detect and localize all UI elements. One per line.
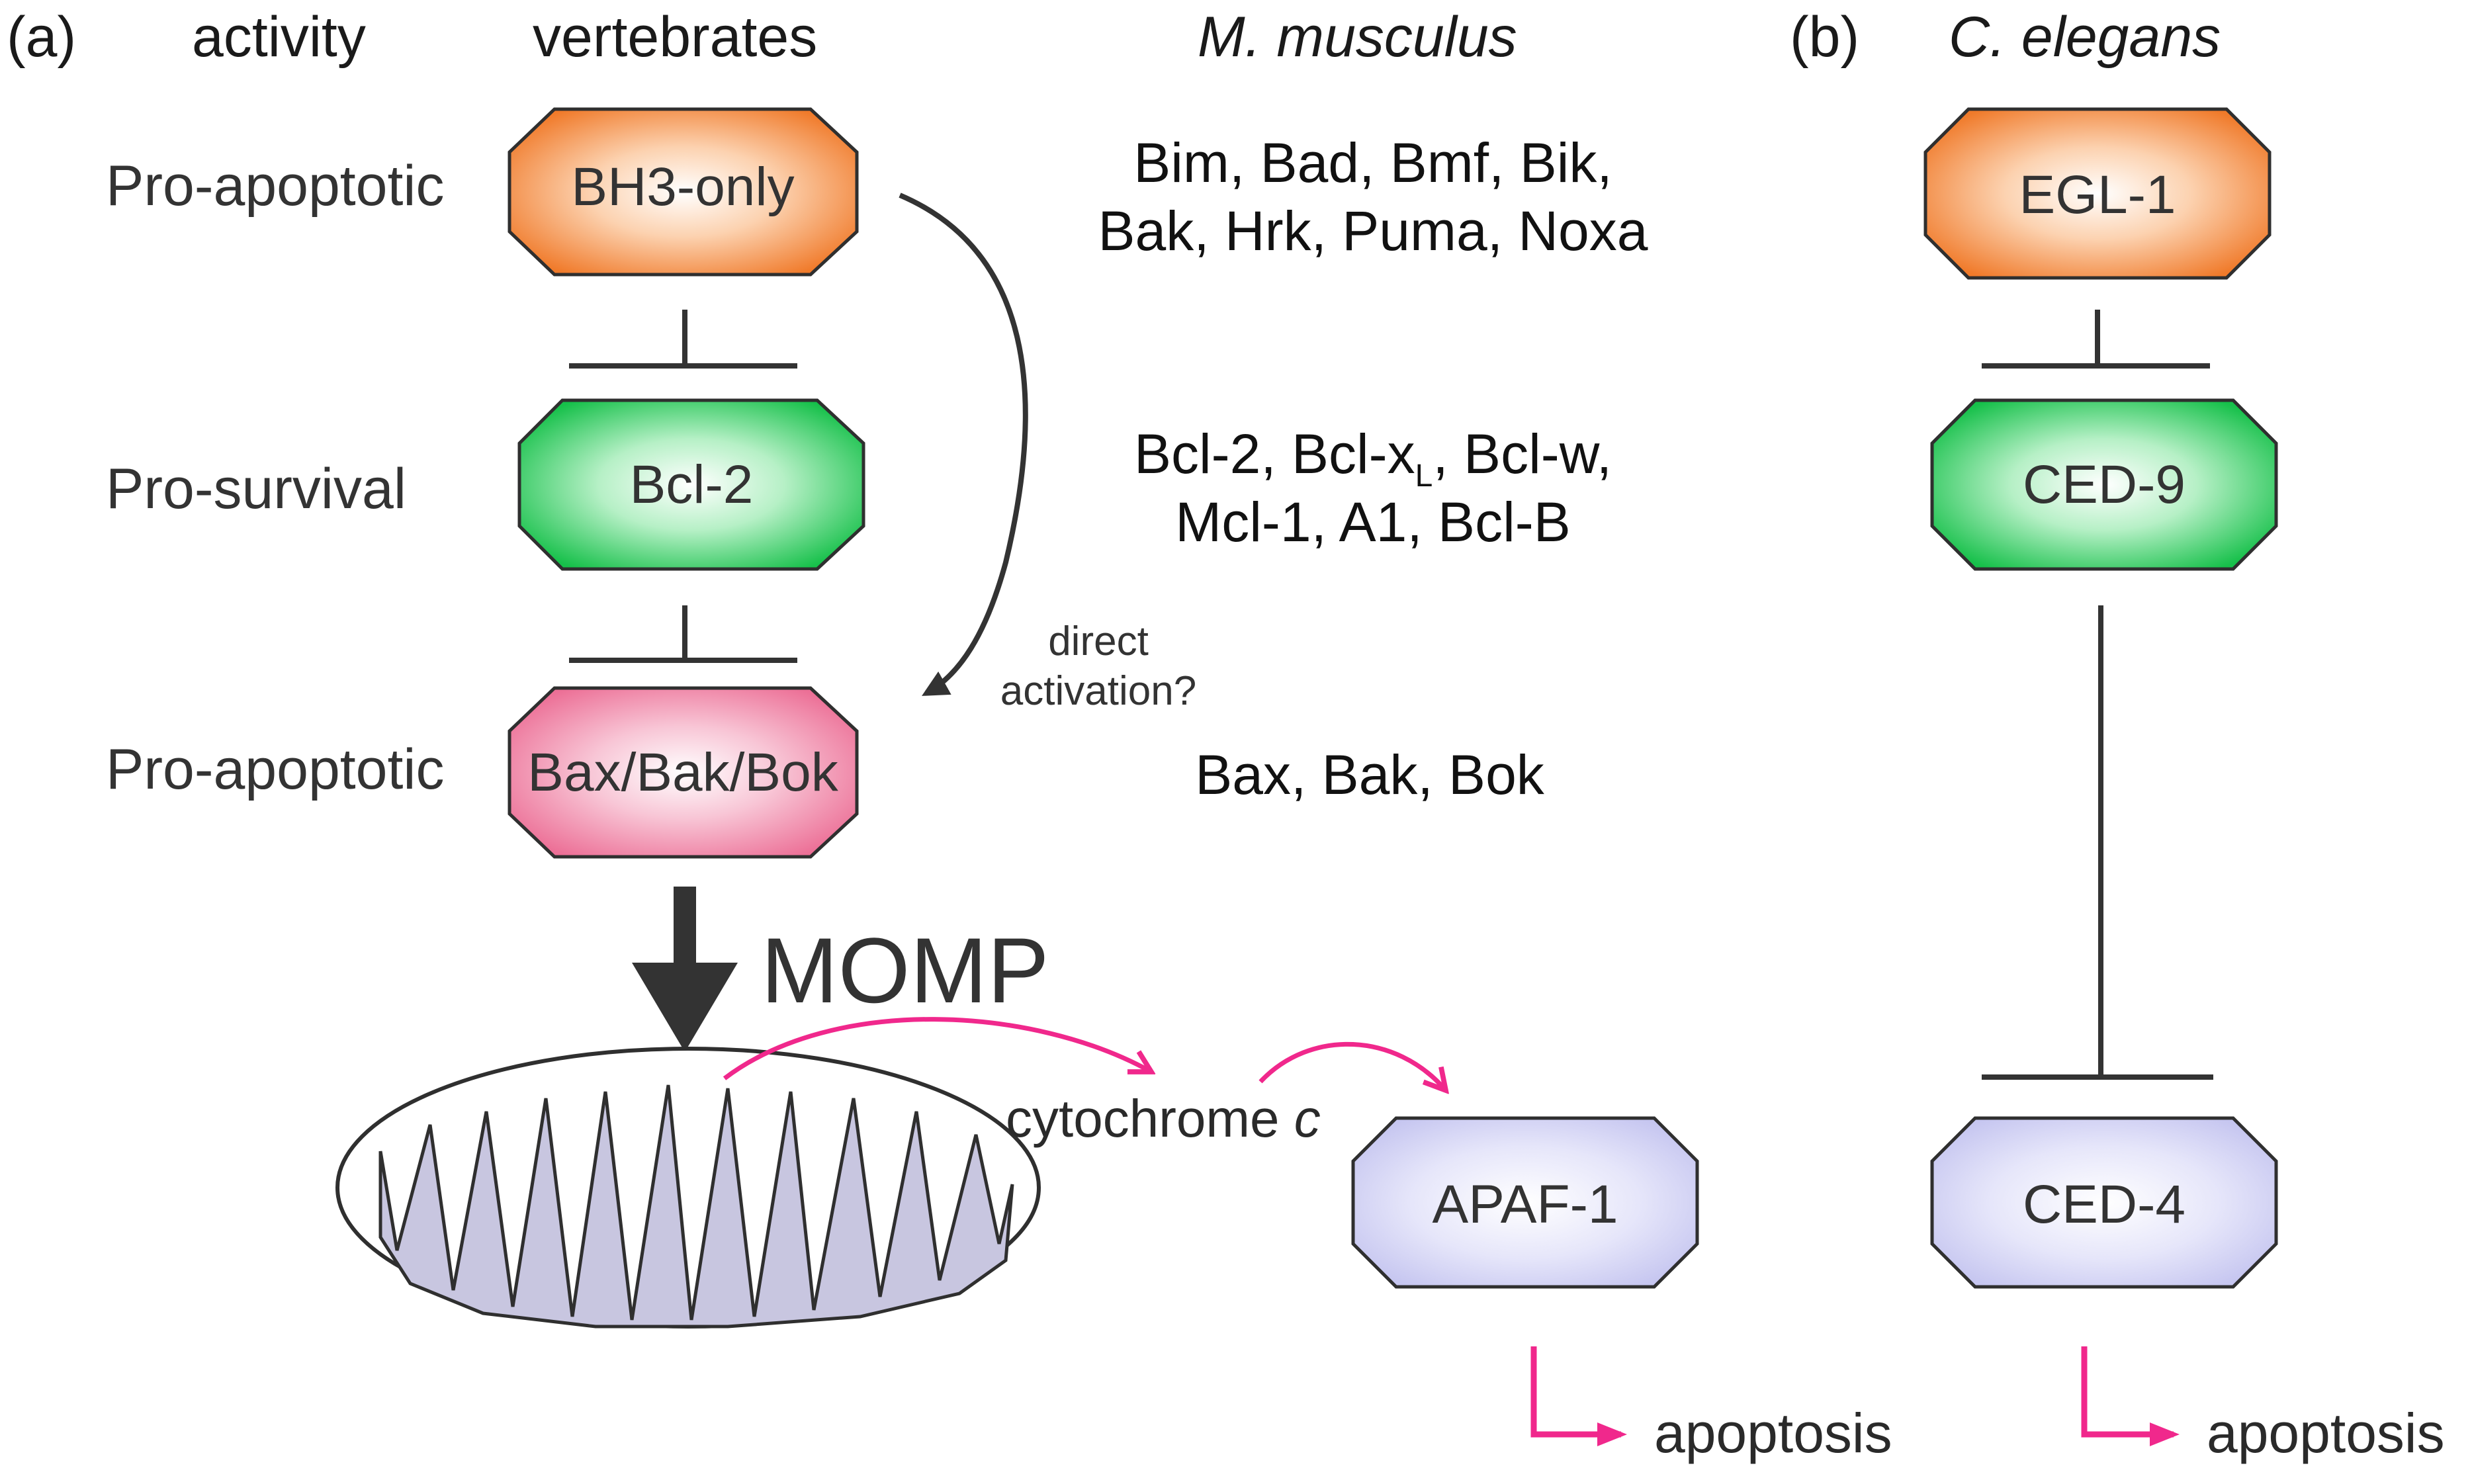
- inhibition-egl1-ced9: [1982, 310, 2210, 369]
- row-label-pro-survival: Pro-survival: [106, 457, 406, 521]
- panel-a-label: (a): [7, 5, 76, 69]
- bcl2-members-line-2: Mcl-1, A1, Bcl-B: [1175, 491, 1570, 553]
- panel-headers: (a) activity vertebrates M. musculus (b)…: [7, 5, 2221, 69]
- octagon-shape: [517, 398, 865, 571]
- node-label: CED-4: [2023, 1174, 2185, 1235]
- apoptosis-arrow-b: [2081, 1346, 2180, 1446]
- momp-arrow: [632, 887, 738, 1052]
- apoptosis-label-a: apoptosis: [1654, 1402, 1892, 1464]
- vertebrates-header: vertebrates: [533, 5, 817, 69]
- bcl-2-node: Bcl-2: [517, 398, 865, 571]
- bh3-members-line-2: Bak, Hrk, Puma, Noxa: [1098, 200, 1648, 262]
- node-label: CED-9: [2023, 455, 2185, 515]
- octagon-shape: [1351, 1116, 1699, 1289]
- bh3-members-line-1: Bim, Bad, Bmf, Bik,: [1133, 132, 1612, 194]
- cytochrome-release-arrow: [723, 1017, 1151, 1080]
- node-label: EGL-1: [2019, 165, 2176, 225]
- cytochrome-activation-arrow: [1258, 1041, 1446, 1090]
- direct-label: direct: [1048, 619, 1149, 664]
- apoptosis-arrow-a: [1530, 1346, 1627, 1446]
- momp-label: MOMP: [761, 918, 1049, 1022]
- inhibition-ced9-ced4: [1982, 605, 2213, 1080]
- row-label-pro-apoptotic: Pro-apoptotic: [106, 154, 445, 218]
- egl-1-node: EGL-1: [1923, 107, 2272, 280]
- bh3-only-node: BH3-only: [508, 107, 859, 277]
- octagon-shape: [508, 107, 859, 277]
- inhibition-bcl2-bax: [569, 605, 797, 663]
- octagon-shape: [508, 686, 859, 859]
- panel-b-label: (b): [1790, 5, 1859, 69]
- bax-members-line: Bax, Bak, Bok: [1195, 744, 1545, 806]
- octagon-shape: [1930, 398, 2278, 571]
- m-musculus-header: M. musculus: [1198, 5, 1517, 69]
- direct-activation-arrow: [899, 193, 1028, 696]
- inhibition-bh3-bcl2: [569, 310, 797, 369]
- ced-4-node: CED-4: [1930, 1116, 2278, 1289]
- bax-bak-bok-node: Bax/Bak/Bok: [508, 686, 859, 859]
- row-label-pro-apoptotic-bax: Pro-apoptotic: [106, 738, 445, 801]
- activity-header: activity: [192, 5, 366, 69]
- apaf-1-node: APAF-1: [1351, 1116, 1699, 1289]
- c-elegans-header: C. elegans: [1949, 5, 2221, 69]
- activation-label: activation?: [1000, 668, 1196, 714]
- node-label: BH3-only: [571, 157, 794, 217]
- octagon-shape: [1923, 107, 2272, 280]
- bcl2-members-line-1: Bcl-2, Bcl-xL, Bcl-w,: [1134, 423, 1612, 494]
- apoptosis-label-b: apoptosis: [2207, 1402, 2445, 1464]
- ced-9-node: CED-9: [1930, 398, 2278, 571]
- octagon-shape: [1930, 1116, 2278, 1289]
- cytochrome-c-label: cytochrome c: [1006, 1089, 1321, 1148]
- node-label: Bcl-2: [630, 455, 754, 515]
- node-label: Bax/Bak/Bok: [527, 742, 838, 803]
- node-label: APAF-1: [1433, 1174, 1618, 1235]
- mitochondrion-icon: [335, 1047, 1041, 1329]
